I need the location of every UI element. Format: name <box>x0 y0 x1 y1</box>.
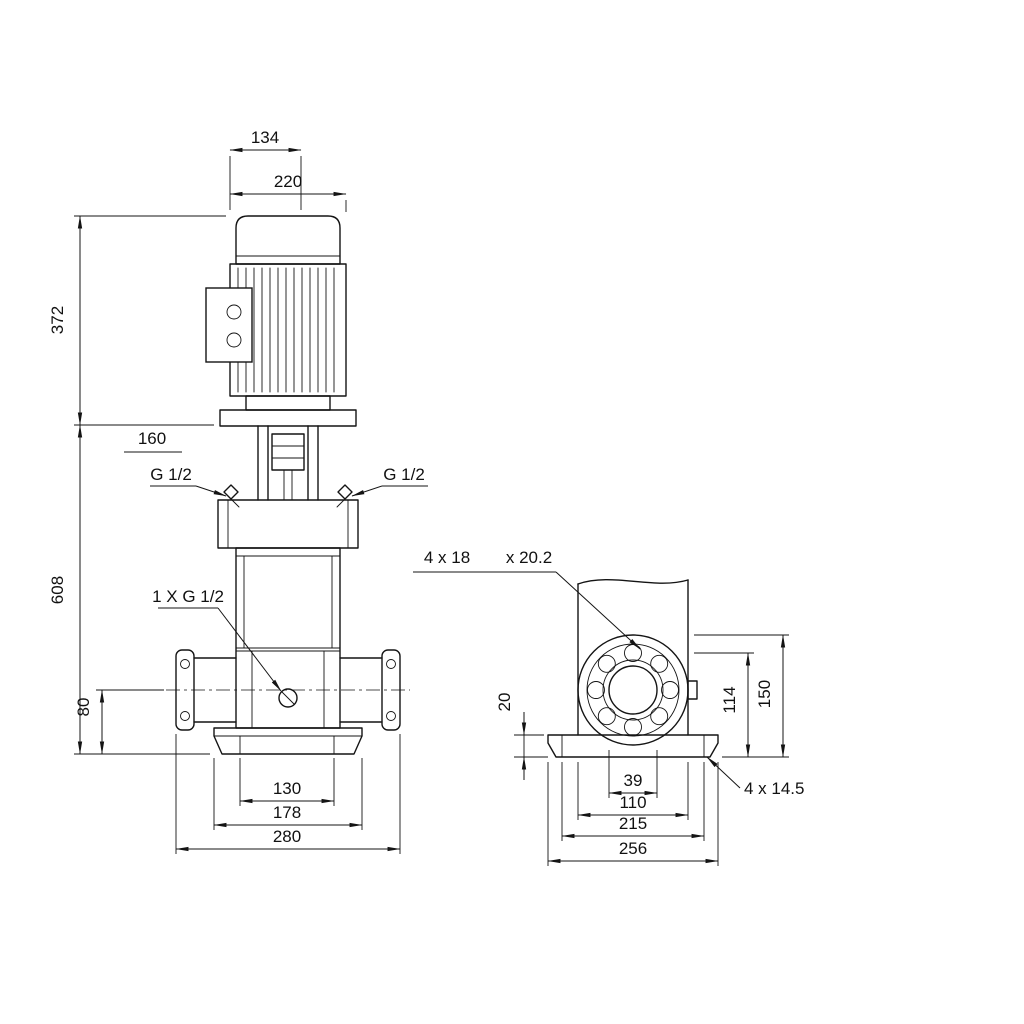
dim-160: 160 <box>124 429 182 453</box>
flange-bore <box>608 665 658 715</box>
dim-134: 134 <box>229 128 302 210</box>
bolt-hole <box>597 654 616 673</box>
dim-220-label: 220 <box>274 172 302 191</box>
bolt-hole <box>624 644 642 662</box>
dim-256-label: 256 <box>619 839 647 858</box>
dim-150: 150 <box>694 634 789 758</box>
dim-178: 178 <box>213 758 363 830</box>
dim-150-label: 150 <box>755 680 774 708</box>
dim-160-label: 160 <box>138 429 166 448</box>
bolt-hole <box>587 681 605 699</box>
dim-110-label: 110 <box>619 793 646 812</box>
dim-20: 20 <box>495 693 548 780</box>
flange-face <box>577 634 698 746</box>
dim-80-label: 80 <box>74 698 93 717</box>
port-right-label: G 1/2 <box>383 465 425 484</box>
base-holes-callout: 4 x 14.5 <box>706 756 805 798</box>
terminal-box <box>205 287 253 363</box>
baseplate-side <box>547 734 719 758</box>
bolt-hole <box>650 707 669 726</box>
dim-608-label: 608 <box>48 576 67 604</box>
dim-280-label: 280 <box>273 827 301 846</box>
base-holes-label: 4 x 14.5 <box>744 779 805 798</box>
bolt-hole <box>597 707 616 726</box>
side-column <box>577 578 689 736</box>
bolt-hole <box>624 718 642 736</box>
coupling <box>271 433 305 471</box>
drain-label-group: 1 X G 1/2 <box>152 587 282 692</box>
dim-20-label: 20 <box>495 693 514 712</box>
dim-39: 39 <box>608 750 658 798</box>
coupling-lantern <box>257 425 319 501</box>
cable-entry-bottom <box>226 332 242 348</box>
dim-372: 372 <box>48 215 226 426</box>
dim-178-label: 178 <box>273 803 301 822</box>
pump-head <box>217 484 359 549</box>
motor-flange <box>245 395 331 411</box>
port-label-left: G 1/2 <box>150 465 227 497</box>
flange-holes-label-a: 4 x 18 <box>424 548 470 567</box>
flange-bolt-hole <box>386 659 396 669</box>
port-left-label: G 1/2 <box>150 465 192 484</box>
dim-608: 608 <box>48 424 210 755</box>
flange-bolt-hole <box>180 659 190 669</box>
port-plug-right <box>337 484 353 500</box>
dim-114-label: 114 <box>720 686 739 713</box>
dim-215: 215 <box>561 762 705 841</box>
dim-130-label: 130 <box>273 779 301 798</box>
flange-holes-callout: 4 x 18 x 20.2 <box>413 548 641 650</box>
flange-bolt-hole <box>180 711 190 721</box>
dim-256: 256 <box>547 762 719 866</box>
drain-plug <box>278 688 298 708</box>
dim-134-label: 134 <box>251 128 279 147</box>
port-label-right: G 1/2 <box>351 465 428 497</box>
motor-fins <box>237 267 335 393</box>
port-plug-left <box>223 484 239 500</box>
dim-110: 110 <box>577 762 689 820</box>
motor <box>205 215 357 427</box>
baseplate-front <box>213 727 363 755</box>
dim-215-label: 215 <box>619 814 647 833</box>
bolt-hole <box>661 681 679 699</box>
drain-label: 1 X G 1/2 <box>152 587 224 606</box>
flange-holes-label-b: x 20.2 <box>506 548 552 567</box>
flange-bolt-hole <box>386 711 396 721</box>
dim-220: 220 <box>229 172 347 212</box>
dim-80: 80 <box>74 689 164 755</box>
break-line <box>577 578 689 585</box>
chamber-stack <box>235 547 341 729</box>
dim-114: 114 <box>694 652 789 758</box>
dim-280: 280 <box>175 734 401 854</box>
motor-stool-plate <box>219 409 357 427</box>
front-view: 134 220 372 160 608 80 <box>48 128 428 854</box>
dim-39-label: 39 <box>624 771 643 790</box>
gauge-tap <box>687 680 698 700</box>
dim-130: 130 <box>239 758 335 806</box>
cable-entry-top <box>226 304 242 320</box>
dim-372-label: 372 <box>48 306 67 334</box>
bolt-hole <box>650 654 669 673</box>
side-view: 4 x 18 x 20.2 20 114 150 <box>413 548 805 866</box>
